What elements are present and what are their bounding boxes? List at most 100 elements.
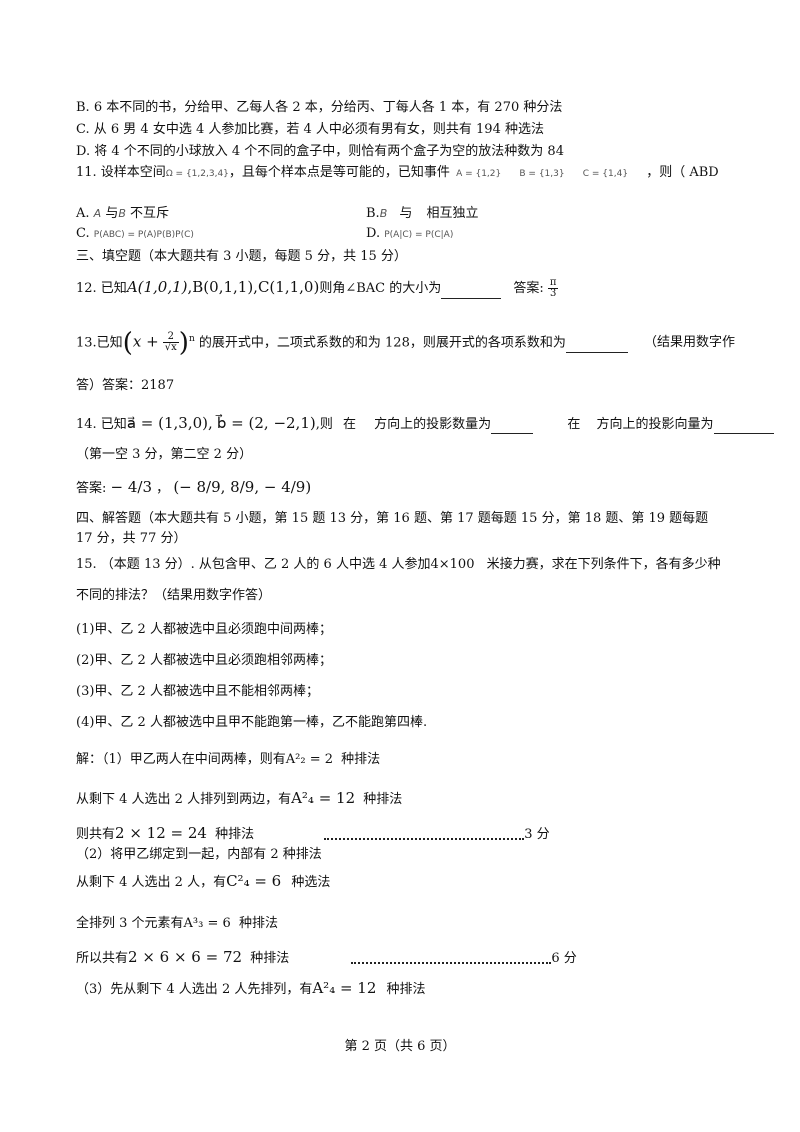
q11-option-b: B.B 与 相互独立	[366, 205, 479, 223]
q14-mid3: 方向上的投影数量为	[374, 417, 492, 432]
q13-frac-num: 2	[162, 332, 179, 344]
q12-point-c: C(1,1,0)	[257, 278, 320, 296]
q14-mid5: 方向上的投影向量为	[596, 417, 714, 432]
q12-blank	[441, 298, 502, 299]
option-c-line: C. 从 6 男 4 女中选 4 人参加比赛，若 4 人中必须有男有女，则共有 …	[76, 122, 544, 137]
option-b-line: B. 6 本不同的书，分给甲、乙每人各 2 本，分给丙、丁每人各 1 本，有 2…	[76, 100, 563, 115]
sol6-expr: A³₃ = 6	[183, 916, 231, 931]
q11-opt-a-mid: 与	[105, 206, 119, 221]
q14-answer-2: (− 8/9, 8/9, − 4/9)	[173, 478, 312, 496]
q11-opt-a-var2: B	[118, 207, 126, 220]
q11-opt-d-label: D.	[366, 226, 381, 241]
q14-mid2: 在	[343, 417, 357, 432]
q11-event-a: A = {1,2}	[456, 169, 502, 179]
sol8-suffix: 种排法	[386, 982, 426, 997]
question-12: 12. 已知A(1,0,1),B(0,1,1),C(1,1,0)则角∠BAC 的…	[76, 277, 559, 299]
question-13: 13.已知(x + 2√x)n 的展开式中，二项式系数的和为 128，则展开式的…	[76, 327, 735, 358]
solution-line-5: 从剩下 4 人选出 2 人，有C²₄ = 6 种选法	[76, 872, 330, 892]
q15-condition-2: (2)甲、乙 2 人都被选中且必须跑相邻两棒；	[76, 653, 332, 668]
option-d-line: D. 将 4 个不同的小球放入 4 个不同的盒子中，则恰有两个盒子为空的放法种数…	[76, 144, 564, 159]
q13-suffix: 的展开式中，二项式系数的和为 128，则展开式的各项系数和为	[198, 335, 566, 351]
q13-blank	[565, 352, 628, 354]
q15-line2: 不同的排法？（结果用数字作答）	[76, 588, 272, 603]
sol7-leader	[351, 954, 552, 964]
q11-event-b: B = {1,3}	[519, 169, 565, 179]
q13-exponent: n	[188, 334, 195, 344]
q11-opt-d-expr: P(A|C) = P(C|A)	[384, 230, 454, 240]
q13-note: （结果用数字作	[643, 335, 735, 351]
q14-note: （第一空 3 分，第二空 2 分）	[76, 447, 253, 462]
q13-x: x +	[132, 332, 159, 351]
solution-line-2: 从剩下 4 人选出 2 人排列到两边，有A²₄ = 12 种排法	[76, 789, 402, 809]
q12-prefix: 12. 已知	[76, 281, 127, 296]
section-4-heading-line1: 四、解答题（本大题共有 5 小题，第 15 题 13 分，第 16 题、第 17…	[76, 511, 709, 526]
q14-mid4: 在	[567, 417, 581, 432]
sol8-expr: A²₄ = 12	[312, 979, 377, 997]
q15-relay: 4×100	[430, 557, 475, 572]
sol2-prefix: 从剩下 4 人选出 2 人排列到两边，有	[76, 792, 292, 807]
page-footer: 第 2 页（共 6 页）	[344, 1039, 456, 1054]
sol7-prefix: 所以共有	[76, 951, 129, 966]
question-11: 11. 设样本空间Ω = {1,2,3,4}，且每个样本点是等可能的，已知事件 …	[76, 164, 719, 183]
solution-line-7: 所以共有2 × 6 × 6 = 72 种排法 6 分	[76, 948, 577, 968]
q11-opt-b-label: B.	[366, 206, 380, 221]
q11-opt-b-text: 相互独立	[426, 206, 479, 221]
q11-mid: ，且每个样本点是等可能的，已知事件	[228, 165, 450, 180]
q14-answer-1: − 4/3	[110, 478, 153, 496]
q14-answer-line: 答案: − 4/3 ， (− 8/9, 8/9, − 4/9)	[76, 478, 311, 498]
sol3-score: 3 分	[524, 827, 550, 842]
q11-opt-b-var: B	[379, 207, 388, 220]
q11-event-c: C = {1,4}	[582, 169, 629, 179]
question-15: 15. （本题 13 分）. 从包含甲、乙 2 人的 6 人中选 4 人参加4×…	[76, 556, 721, 574]
q14-blank-2	[713, 433, 774, 434]
q14-answer-sep: ，	[156, 481, 170, 496]
sol1-suffix: 种排法	[341, 752, 381, 767]
q14-answer-label: 答案:	[76, 481, 107, 496]
q11-option-d: D. P(A|C) = P(C|A)	[366, 225, 453, 244]
q14-mid1: ,则	[315, 417, 333, 432]
q13-frac-den: √x	[164, 342, 177, 354]
sol7-expr: 2 × 6 × 6 = 72	[128, 948, 243, 966]
sol5-suffix: 种选法	[291, 875, 331, 890]
q13-fraction: 2√x	[162, 332, 179, 354]
q12-answer-den: 3	[550, 288, 557, 299]
question-14: 14. 已知a⃗ = (1,3,0), b⃗ = (2, −2,1),则 在 方…	[76, 414, 774, 434]
sol1-expr: A²₂ = 2	[285, 752, 334, 767]
solution-line-6: 全排列 3 个元素有A³₃ = 6 种排法	[76, 915, 278, 933]
sol2-suffix: 种排法	[363, 792, 403, 807]
q14-prefix: 14. 已知	[76, 417, 127, 432]
sol3-leader	[324, 830, 525, 840]
q11-opt-a-var1: A	[93, 207, 102, 220]
q15-condition-1: (1)甲、乙 2 人都被选中且必须跑中间两棒；	[76, 622, 332, 637]
q15-suffix: 米接力赛，求在下列条件下，各有多少种	[486, 557, 721, 572]
q14-blank-1	[491, 433, 534, 434]
q12-answer-num: π	[547, 277, 559, 289]
sol2-expr: A²₄ = 12	[291, 789, 356, 807]
q14-vector-b: b⃗ = (2, −2,1)	[216, 414, 316, 432]
sol1-prefix: 解：（1）甲乙两人在中间两棒，则有	[76, 752, 286, 767]
solution-line-8: （3）先从剩下 4 人选出 2 人先排列，有A²₄ = 12 种排法	[76, 979, 426, 999]
q11-prefix: 11. 设样本空间	[76, 165, 166, 180]
sol8-prefix: （3）先从剩下 4 人选出 2 人先排列，有	[76, 982, 313, 997]
sol3-expr: 2 × 12 = 24	[115, 824, 207, 842]
sol3-prefix: 则共有	[76, 827, 116, 842]
sol7-score: 6 分	[551, 951, 577, 966]
q12-point-b: ,B(0,1,1),	[187, 278, 258, 296]
q11-opt-a-text: 不互斥	[130, 206, 170, 221]
section-3-heading: 三、填空题（本大题共有 3 小题，每题 5 分，共 15 分）	[76, 249, 407, 264]
solution-line-1: 解：（1）甲乙两人在中间两棒，则有A²₂ = 2 种排法	[76, 751, 380, 769]
sol5-expr: C²₄ = 6	[226, 872, 282, 890]
q13-answer-line: 答）答案：2187	[76, 378, 175, 393]
q11-suffix: ，则（ ABD	[646, 165, 719, 180]
sol6-suffix: 种排法	[238, 916, 278, 931]
section-4-heading-line2: 17 分，共 77 分）	[76, 531, 187, 546]
q11-option-a: A. A 与B 不互斥	[76, 205, 169, 223]
sol6-prefix: 全排列 3 个元素有	[76, 916, 184, 931]
q11-option-c: C. P(ABC) = P(A)P(B)P(C)	[76, 225, 194, 244]
q11-opt-c-label: C.	[76, 226, 90, 241]
q11-opt-a-label: A.	[76, 206, 90, 221]
sol5-prefix: 从剩下 4 人选出 2 人，有	[76, 875, 227, 890]
q12-answer-label: 答案:	[513, 281, 544, 296]
q12-point-a: A(1,0,1)	[126, 278, 188, 296]
